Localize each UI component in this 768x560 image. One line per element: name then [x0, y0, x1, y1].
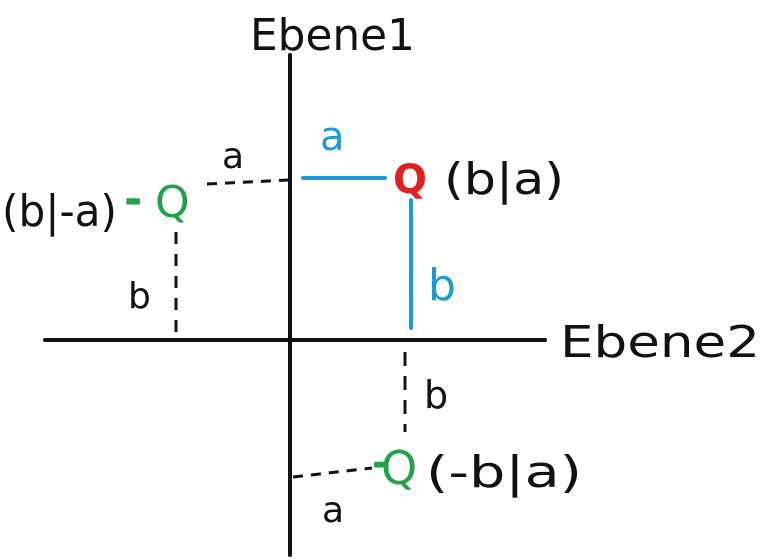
axis-label-ebene1: Ebene1 [250, 10, 415, 61]
point-q-mirror-bottom: Q [381, 441, 417, 495]
point-q-mirror-left: Q [155, 177, 190, 228]
distance-label-bottom-b: b [424, 373, 448, 417]
minus-sign-left: - [124, 174, 142, 225]
coords-original: (b|a) [444, 154, 564, 205]
coords-mirror-bottom: (-b|a) [426, 447, 582, 498]
point-q-original: Q [393, 157, 427, 203]
dashed-line-left-horizontal [206, 178, 289, 186]
distance-label-blue-b: b [428, 260, 456, 311]
distance-label-blue-a: a [320, 114, 345, 160]
dashed-line-bottom-horizontal [292, 466, 373, 479]
distance-label-left-b: b [128, 276, 151, 317]
coords-mirror-left: (b|-a) [2, 186, 117, 237]
minus-sign-bottom: - [372, 440, 389, 486]
distance-label-left-a: a [222, 136, 244, 177]
distance-label-bottom-a: a [322, 490, 344, 531]
axis-label-ebene2: Ebene2 [560, 317, 760, 368]
